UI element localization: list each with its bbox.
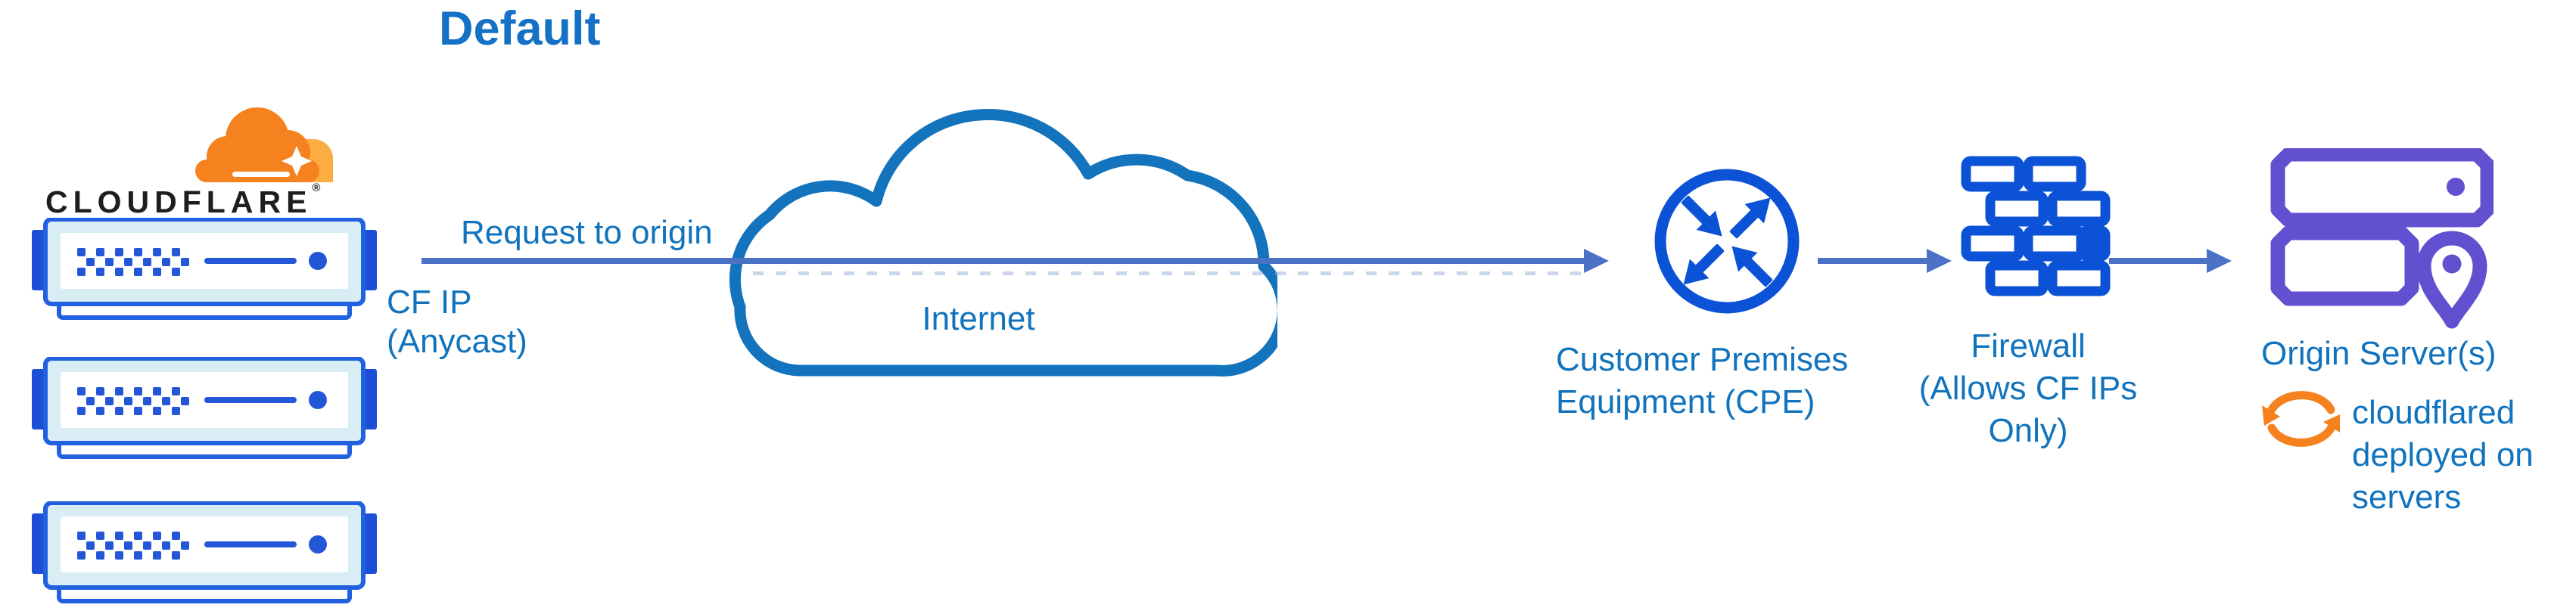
internet-label: Internet (922, 300, 1035, 337)
cloudflared-note: cloudflared deployed on servers (2352, 392, 2534, 519)
cpe-to-firewall-arrowhead (1927, 249, 1952, 273)
cpe-to-firewall-line (1818, 258, 1928, 264)
cpe-label: Customer Premises Equipment (CPE) (1556, 339, 1848, 423)
origin-servers-icon (2266, 148, 2494, 331)
edge-server-icon-2 (32, 357, 377, 463)
request-arrowhead (1584, 249, 1609, 273)
cpe-label-line2: Equipment (CPE) (1556, 383, 1815, 420)
cloudflared-note-line2: deployed on (2352, 436, 2534, 473)
cpe-label-line1: Customer Premises (1556, 341, 1849, 378)
firewall-to-origin-arrowhead (2207, 249, 2232, 273)
cpe-router-icon (1654, 169, 1800, 314)
cf-ip-label-line2: (Anycast) (387, 323, 527, 360)
cloudflare-cloud-glyph (195, 107, 333, 182)
sync-arrows-icon (2255, 383, 2347, 455)
cloudflare-wordmark: CLOUDFLARE® (45, 181, 320, 220)
firewall-label: Firewall (Allows CF IPs Only) (1896, 325, 2161, 452)
cloudflared-note-line3: servers (2352, 479, 2462, 516)
request-to-origin-label: Request to origin (461, 214, 713, 251)
return-dashed-line (753, 271, 1582, 275)
cloudflare-logo-icon (185, 104, 337, 185)
registered-mark: ® (312, 181, 321, 194)
firewall-icon (1960, 156, 2111, 304)
cloudflare-wordmark-text: CLOUDFLARE (45, 185, 313, 219)
cf-ip-label-line1: CF IP (387, 284, 472, 321)
request-arrow-line (422, 258, 1585, 264)
page-title: Default (439, 2, 601, 55)
firewall-label-line1: Firewall (1971, 327, 2086, 364)
pin-center-dot (2442, 254, 2462, 274)
edge-server-icon-3 (32, 501, 377, 607)
cloudflared-note-line1: cloudflared (2352, 394, 2515, 431)
firewall-label-line2: (Allows CF IPs Only) (1918, 370, 2138, 449)
firewall-to-origin-line (2109, 258, 2208, 264)
origin-label: Origin Server(s) (2261, 335, 2497, 372)
server-led-dot (2447, 178, 2465, 196)
edge-server-icon-1 (32, 218, 377, 324)
